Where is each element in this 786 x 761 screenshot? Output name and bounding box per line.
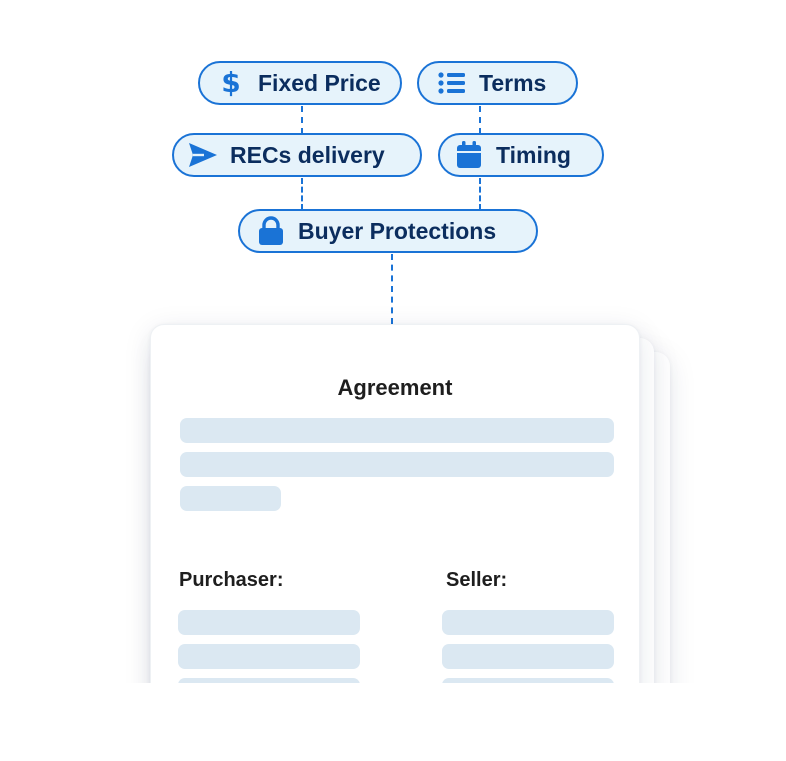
tag-terms: Terms xyxy=(417,61,578,105)
purchaser-label: Purchaser: xyxy=(179,569,284,591)
calendar-icon xyxy=(454,140,484,170)
document-title: Agreement xyxy=(337,375,453,400)
tag-fixed-price: $ Fixed Price xyxy=(198,61,402,105)
tag-buyer-protections-label: Buyer Protections xyxy=(298,217,497,244)
tag-timing-label: Timing xyxy=(496,141,571,168)
text-placeholder-line xyxy=(180,486,281,511)
tag-fixed-price-label: Fixed Price xyxy=(258,69,381,96)
purchaser-placeholder-line xyxy=(178,644,360,669)
dollar-icon: $ xyxy=(221,66,241,99)
tag-recs-delivery-label: RECs delivery xyxy=(230,141,385,168)
list-icon xyxy=(437,68,467,98)
connector-terms-timing xyxy=(479,106,481,134)
text-placeholder-line xyxy=(180,418,614,443)
seller-placeholder-line xyxy=(442,610,614,635)
lock-icon xyxy=(256,216,286,246)
connector-fixed-price-recs xyxy=(301,106,303,134)
tag-recs-delivery: RECs delivery xyxy=(172,133,422,177)
purchaser-placeholder-line xyxy=(178,610,360,635)
connector-timing-buyer xyxy=(479,178,481,210)
seller-placeholder-line xyxy=(442,678,614,683)
agreement-document: Agreement Purchaser: Seller: xyxy=(150,324,640,683)
purchaser-placeholder-line xyxy=(178,678,360,683)
send-icon xyxy=(188,140,218,170)
tag-timing: Timing xyxy=(438,133,604,177)
tag-buyer-protections: Buyer Protections xyxy=(238,209,538,253)
bottom-whitespace xyxy=(0,683,786,761)
seller-label: Seller: xyxy=(446,569,508,591)
text-placeholder-line xyxy=(180,452,614,477)
tag-terms-label: Terms xyxy=(479,69,547,96)
connector-buyer-document xyxy=(391,254,393,324)
seller-placeholder-line xyxy=(442,644,614,669)
connector-recs-buyer xyxy=(301,178,303,210)
document-stack: Agreement Purchaser: Seller: xyxy=(150,324,640,683)
